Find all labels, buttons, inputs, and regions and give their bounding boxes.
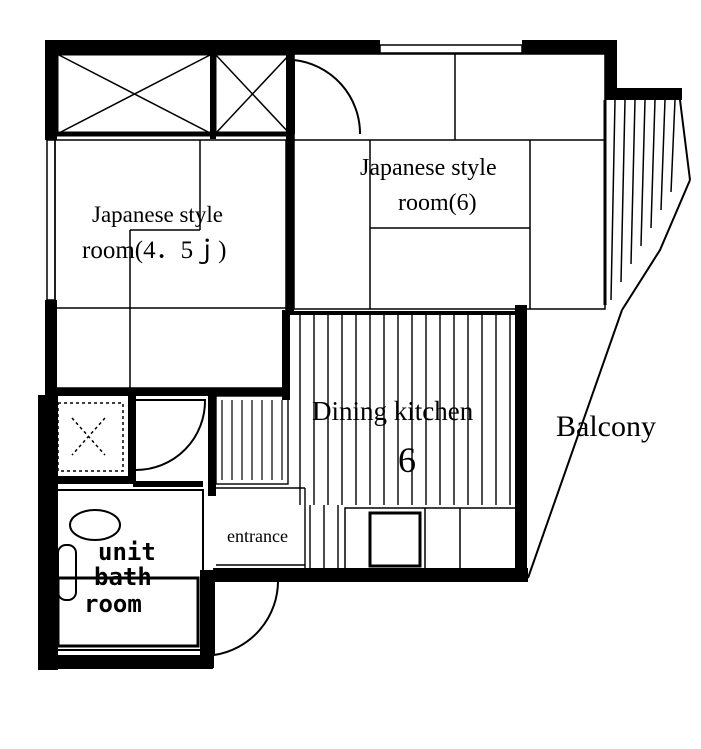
room-label-japanese-45-line1: Japanese style <box>92 202 223 227</box>
room-label-balcony: Balcony <box>556 410 656 443</box>
room-size-dining-kitchen: 6 <box>398 440 416 480</box>
dining-floor <box>299 315 511 568</box>
tatami-lines <box>54 53 606 389</box>
interior-walls <box>38 54 294 496</box>
toilet-closet <box>57 402 124 472</box>
hatch-line <box>640 99 646 247</box>
room-label-unit-bath-line1: unit <box>98 538 156 566</box>
kitchen-counter <box>344 507 521 571</box>
door-swings <box>135 58 362 657</box>
hatch-line <box>620 99 626 283</box>
hatch-line <box>670 99 676 193</box>
hatch-line <box>650 99 656 229</box>
hatch-line <box>660 99 666 211</box>
hatch-line <box>630 99 636 265</box>
room-labels: Japanese style room(4．5ｊ) Japanese style… <box>82 155 656 618</box>
room-label-japanese-6-line2: room(6) <box>398 190 477 216</box>
entrance-floor <box>221 400 283 480</box>
hatch-line <box>610 99 616 301</box>
balcony-rail <box>527 92 691 579</box>
room-label-japanese-45-line2: room(4．5ｊ) <box>82 237 226 264</box>
room-label-unit-bath-line3: room <box>84 590 142 618</box>
balcony-floor <box>610 99 676 301</box>
entrance-area <box>215 395 306 568</box>
unit-bath <box>52 481 204 651</box>
room-label-unit-bath-line2: bath <box>94 563 152 591</box>
room-label-entrance: entrance <box>227 526 288 546</box>
room-label-japanese-6-line1: Japanese style <box>360 155 497 181</box>
closets <box>55 52 292 137</box>
room-label-dining-kitchen: Dining kitchen <box>312 396 474 426</box>
